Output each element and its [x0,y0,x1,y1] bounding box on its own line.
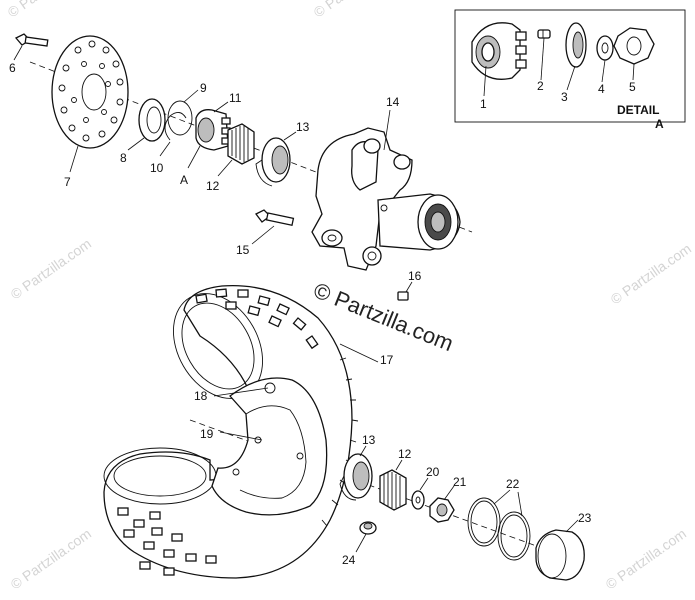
detail-part-1-housing [471,22,527,80]
part-6-bolt: 6 [9,33,49,75]
watermark-faint: © Partzilla.com [311,0,397,20]
watermark-faint: © Partzilla.com [608,240,694,307]
detail-frame [454,9,686,123]
callout-10: 10 [150,161,164,175]
part-8-seal: 8 [120,98,166,165]
part-11-lock-assembly: 11 A [180,91,242,187]
callout-13-upper: 13 [296,120,310,134]
callout-9: 9 [200,81,207,95]
callout-18: 18 [194,389,208,403]
watermark-faint: © Partzilla.com [8,525,94,592]
callout-13-lower: 13 [362,433,376,447]
part-12-roller-bearing-lower: 12 [379,447,412,511]
callout-15: 15 [236,243,250,257]
watermark-faint: © Partzilla.com [603,525,689,592]
watermark-faint: © Partzilla.com [5,0,91,20]
callout-21: 21 [453,475,467,489]
part-15-bolt: 15 [236,209,295,257]
callout-12-lower: 12 [398,447,412,461]
callout-17: 17 [380,353,394,367]
callout-6: 6 [9,61,16,75]
detail-part-5-nut [613,27,655,65]
detail-part-4-washer [596,35,614,61]
part-13-bearing-race-lower: 13 [339,433,376,501]
callout-19: 19 [200,427,214,441]
part-23-hub-cap: 23 [535,511,592,581]
callout-23: 23 [578,511,592,525]
part-12-roller-bearing-upper: 12 [206,123,255,193]
callout-1: 1 [480,97,487,111]
callout-5: 5 [629,80,636,94]
part-19-wheel-rim: 18 19 [194,377,328,516]
callout-2: 2 [537,79,544,93]
tire-tread [117,288,319,576]
callout-11: 11 [229,91,242,105]
callout-3: 3 [561,90,568,104]
callout-7: 7 [64,175,71,189]
part-10-snap-ring: 10 [150,112,187,175]
callout-8: 8 [120,151,127,165]
callout-22: 22 [506,477,520,491]
part-24-valve-stem: 24 [342,521,377,567]
callout-4: 4 [598,82,605,96]
detail-part-2-pin [537,29,551,39]
detail-title: DETAIL [617,103,659,117]
detail-letter: A [655,117,664,131]
callout-14: 14 [386,95,400,109]
reference-letter-a: A [180,173,188,187]
part-13-bearing-race-upper: 13 [255,120,310,187]
part-20-washer: 20 [411,465,440,510]
callout-12-upper: 12 [206,179,220,193]
detail-part-3-spring [565,22,587,68]
part-21-axle-nut: 21 [429,475,467,523]
part-22-o-rings: 22 [467,477,531,561]
part-16-fitting: 16 [397,269,422,301]
callout-24: 24 [342,553,356,567]
part-7-brake-disc: 7 [51,35,129,189]
detail-a-inset: 1 2 3 4 5 DETAIL A [454,9,686,131]
callout-16: 16 [408,269,422,283]
callout-20: 20 [426,465,440,479]
part-14-hub-knuckle: 14 [311,95,461,271]
watermark-faint: © Partzilla.com [8,235,94,302]
